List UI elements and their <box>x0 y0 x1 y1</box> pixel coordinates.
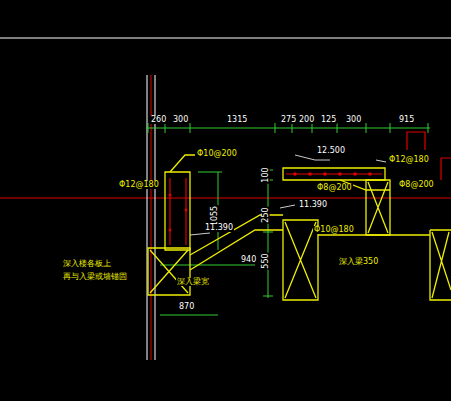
annotation-label: Φ8@200 <box>316 184 353 192</box>
annotation-label: 100 <box>262 166 270 183</box>
annotation-label: Φ12@180 <box>118 181 160 189</box>
annotation-label: 250 <box>262 206 270 223</box>
annotation-label: 深入梁宽 <box>176 278 210 286</box>
annotation-label: 550 <box>262 252 270 269</box>
annotation-label: 940 <box>240 256 257 264</box>
annotation-label: 再与入梁或墙锚固 <box>62 273 128 281</box>
annotation-label: 275 <box>280 116 297 124</box>
annotation-label: 12.500 <box>316 147 346 155</box>
annotation-label: Φ10@180 <box>313 226 355 234</box>
annotation-label: Φ10@200 <box>196 150 238 158</box>
annotation-label: 深入梁350 <box>338 258 379 266</box>
annotation-label: 11.390 <box>298 201 328 209</box>
annotation-label: 300 <box>345 116 362 124</box>
annotation-label: 260 <box>150 116 167 124</box>
annotation-label: 870 <box>178 303 195 311</box>
annotation-label: 125 <box>320 116 337 124</box>
annotation-label: 200 <box>298 116 315 124</box>
annotation-label: Φ12@180 <box>388 156 430 164</box>
annotation-label: 1315 <box>226 116 248 124</box>
annotation-label: 915 <box>398 116 415 124</box>
annotation-label: 深入楼各板上 <box>62 260 112 268</box>
annotation-label: 11.390 <box>204 224 234 232</box>
annotation-label: Φ8@200 <box>398 181 435 189</box>
annotation-label: 300 <box>172 116 189 124</box>
